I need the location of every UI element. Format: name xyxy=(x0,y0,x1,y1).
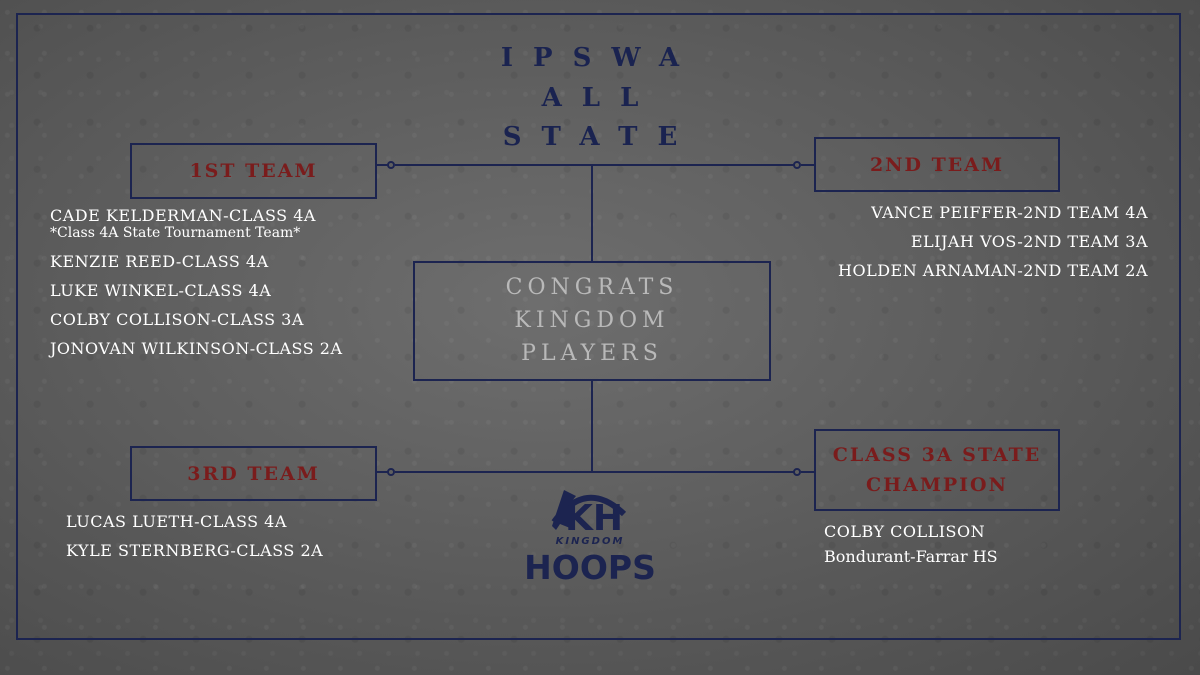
first-team-label: 1ST TEAM xyxy=(189,160,318,182)
logo-horse-icon xyxy=(552,490,576,530)
connector-stub-1st xyxy=(377,164,392,166)
list-item: COLBY COLLISON-CLASS 3A xyxy=(50,310,304,329)
logo-letters: KH xyxy=(565,498,623,539)
title-line-3: STATE xyxy=(502,122,698,152)
congrats-line-3: PLAYERS xyxy=(521,341,663,366)
connector-top-horizontal xyxy=(395,164,797,166)
champion-school: Bondurant-Farrar HS xyxy=(824,547,998,566)
congrats-line-2: KINGDOM xyxy=(514,308,670,333)
connector-node-champion xyxy=(793,468,801,476)
connector-node-1st xyxy=(387,161,395,169)
list-item: CADE KELDERMAN-CLASS 4A *Class 4A State … xyxy=(50,206,343,242)
logo-word-hoops: HOOPS xyxy=(524,548,656,584)
champion-label-line-2: CHAMPION xyxy=(866,474,1008,496)
player-name: CADE KELDERMAN-CLASS 4A xyxy=(50,206,316,225)
list-item: HOLDEN ARNAMAN-2ND TEAM 2A xyxy=(838,261,1148,280)
connector-bottom-horizontal xyxy=(395,471,797,473)
connector-top-vertical xyxy=(591,165,593,262)
third-team-label: 3RD TEAM xyxy=(187,462,320,485)
list-item: KENZIE REED-CLASS 4A xyxy=(50,252,269,271)
list-item: LUKE WINKEL-CLASS 4A xyxy=(50,281,272,300)
logo-word-kingdom: KINGDOM xyxy=(556,536,625,547)
first-team-box: 1ST TEAM xyxy=(130,143,377,199)
title-line-1: IPSWA xyxy=(500,43,700,73)
connector-stub-2nd xyxy=(801,164,815,166)
connector-stub-champion xyxy=(801,471,815,473)
congrats-box: CONGRATS KINGDOM PLAYERS xyxy=(413,261,771,381)
list-item: JONOVAN WILKINSON-CLASS 2A xyxy=(50,339,343,358)
congrats-line-1: CONGRATS xyxy=(505,275,679,300)
connector-stub-3rd xyxy=(377,471,392,473)
outer-frame xyxy=(16,13,1181,640)
second-team-label: 2ND TEAM xyxy=(869,153,1005,176)
title-line-2: ALL xyxy=(541,83,659,113)
connector-node-3rd xyxy=(387,468,395,476)
second-team-list: VANCE PEIFFER-2ND TEAM 4A ELIJAH VOS-2ND… xyxy=(838,203,1148,290)
champion-label-line-1: CLASS 3A STATE xyxy=(832,444,1042,466)
list-item: ELIJAH VOS-2ND TEAM 3A xyxy=(910,232,1148,251)
champion-list: COLBY COLLISON Bondurant-Farrar HS xyxy=(824,522,998,576)
list-item: VANCE PEIFFER-2ND TEAM 4A xyxy=(871,203,1148,222)
connector-bottom-vertical xyxy=(591,380,593,472)
second-team-box: 2ND TEAM xyxy=(814,137,1060,192)
first-team-list: CADE KELDERMAN-CLASS 4A *Class 4A State … xyxy=(50,206,343,368)
connector-node-2nd xyxy=(793,161,801,169)
champion-name: COLBY COLLISON xyxy=(824,522,986,541)
player-note: *Class 4A State Tournament Team* xyxy=(50,225,301,241)
champion-box: CLASS 3A STATE CHAMPION xyxy=(814,429,1060,511)
list-item: KYLE STERNBERG-CLASS 2A xyxy=(66,541,324,560)
list-item: LUCAS LUETH-CLASS 4A xyxy=(66,512,287,531)
third-team-list: LUCAS LUETH-CLASS 4A KYLE STERNBERG-CLAS… xyxy=(66,512,323,570)
third-team-box: 3RD TEAM xyxy=(130,446,377,501)
kingdom-hoops-logo: KH KINGDOM HOOPS xyxy=(524,490,656,584)
